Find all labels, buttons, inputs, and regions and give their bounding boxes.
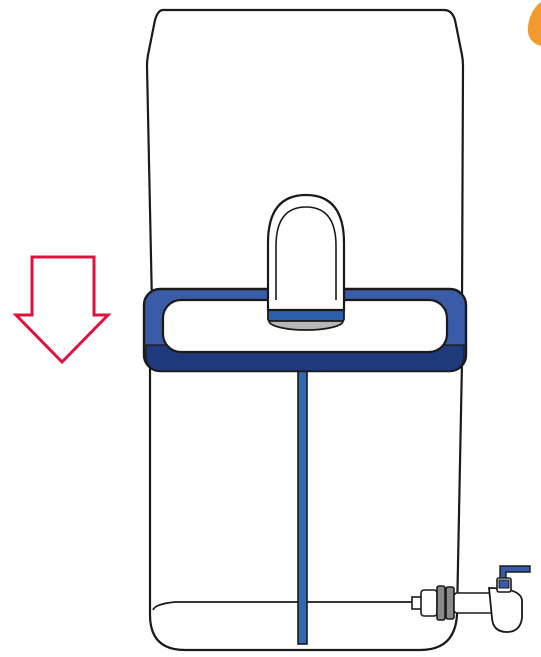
- inner-tube: [297, 357, 308, 645]
- down-arrow-icon: [12, 255, 112, 365]
- corner-badge-icon: [527, 2, 541, 46]
- filter-body: [266, 193, 346, 312]
- candle-filter: [266, 193, 346, 331]
- water-tap-icon: [411, 565, 531, 633]
- filter-inner-line: [275, 206, 337, 300]
